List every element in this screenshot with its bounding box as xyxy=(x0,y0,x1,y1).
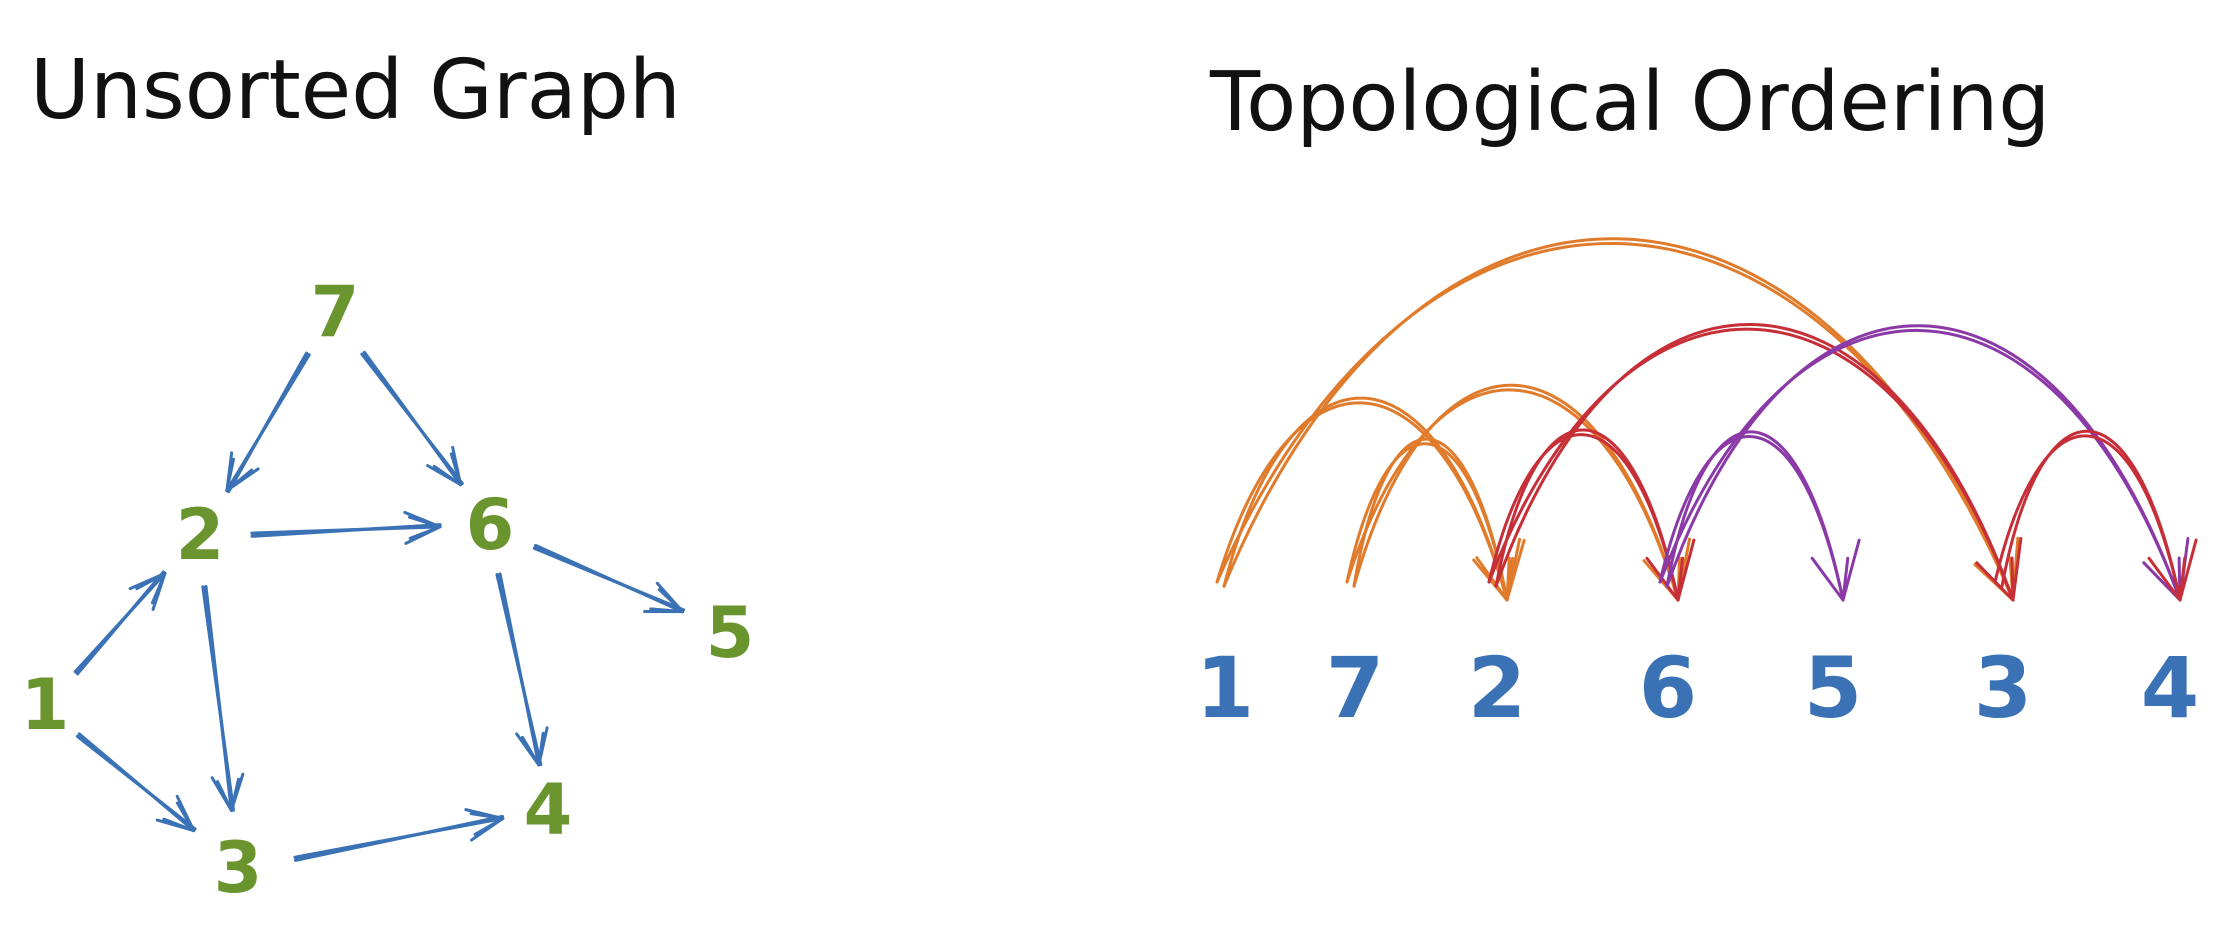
arc-3-4 xyxy=(1993,429,2198,602)
arc-1-3 xyxy=(1215,237,2020,602)
ordering-item-5: 5 xyxy=(1804,639,1862,737)
graph-nodes: 7 2 6 5 1 3 4 xyxy=(21,271,755,909)
ordering-item-3: 3 xyxy=(1974,639,2032,737)
graph-node-2: 2 xyxy=(176,494,225,576)
edge-6-5 xyxy=(532,543,686,614)
graph-edges xyxy=(73,350,686,862)
edge-1-3 xyxy=(75,732,197,833)
arc-6-4 xyxy=(1658,324,2190,602)
ordering-item-7: 7 xyxy=(1326,639,1384,737)
arc-1-2 xyxy=(1215,396,1522,602)
arc-2-3 xyxy=(1487,322,2023,602)
edge-7-2 xyxy=(225,351,311,494)
edge-7-6 xyxy=(360,350,464,487)
edge-1-2 xyxy=(73,570,167,676)
graph-node-3: 3 xyxy=(214,827,263,909)
arc-6-5 xyxy=(1658,430,1861,602)
ordering-item-4: 4 xyxy=(2141,639,2199,737)
graph-node-6: 6 xyxy=(466,484,515,566)
edge-2-6 xyxy=(250,510,442,545)
unsorted-graph-title: Unsorted Graph xyxy=(30,43,681,138)
edge-6-4 xyxy=(495,572,549,767)
ordering-item-1: 1 xyxy=(1196,639,1254,737)
edge-3-4 xyxy=(293,808,505,862)
graph-node-4: 4 xyxy=(524,769,573,851)
topological-ordering-title: Topological Ordering xyxy=(1209,55,2050,150)
edge-2-3 xyxy=(201,585,245,812)
ordering-arcs xyxy=(1215,237,2198,602)
arc-7-2 xyxy=(1345,437,1526,602)
graph-node-1: 1 xyxy=(21,664,70,746)
graph-node-7: 7 xyxy=(311,271,360,353)
ordering-item-6: 6 xyxy=(1639,639,1697,737)
graph-node-5: 5 xyxy=(706,592,755,674)
ordering-item-2: 2 xyxy=(1468,639,1526,737)
